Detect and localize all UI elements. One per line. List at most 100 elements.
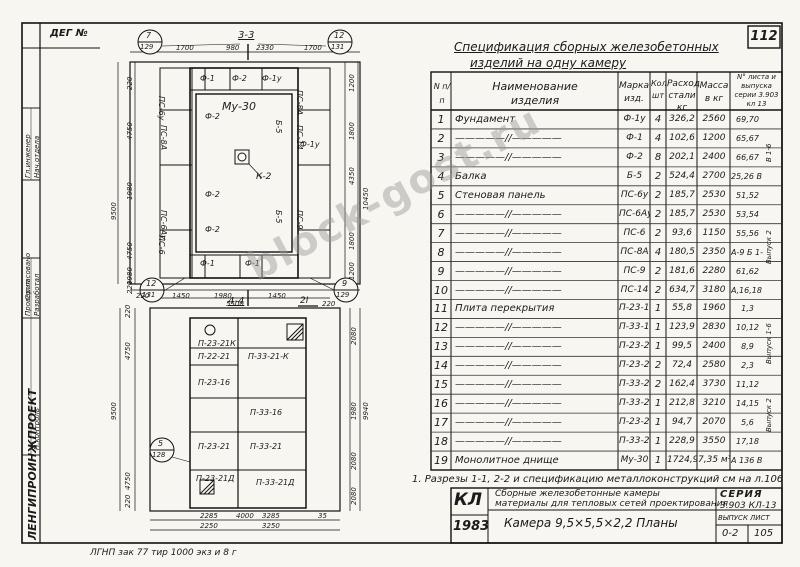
plate-label: Б-5 [274,210,283,224]
cell-label: П-23-21К [198,339,236,348]
cell-n: 9 [437,264,445,278]
plate-label: Ф-2 [205,112,220,121]
dimension-label: 1450 [172,292,190,300]
header-mass: Масса в кг [699,81,729,104]
dimension-label: 2080 [350,487,358,505]
cell-qty: 2 [654,170,662,182]
tb-issue-value: 0-2 [722,528,739,539]
role-2: Гл.инженер [24,134,32,178]
cell-mass: 2700 [702,170,726,181]
cell-n: 3 [437,150,445,164]
cell-sheet: 25,26 В 1-7 [731,171,764,181]
cell-steel: 93,6 [671,227,693,238]
cell-mark: П-23-21 [619,360,650,371]
cell-mark: П-23-16 [619,303,650,314]
cell-name: —————//————— [455,151,562,163]
cell-steel: 185,7 [669,208,695,219]
cell-n: 12 [434,321,448,335]
cell-mark: Ф-2 [626,151,643,162]
cell-name: Балка [455,170,487,182]
cell-n: 13 [434,340,448,354]
cell-name: —————//————— [455,284,562,296]
cell-name: —————//————— [455,436,562,448]
cell-mass: 3730 [702,379,726,390]
cell-n: 2 [437,131,445,145]
cell-mark: ПС-6у [620,189,649,200]
cell-mark: ПС-6Ау [619,208,650,219]
tb-desc-1: Сборные железобетонные камеры [495,489,660,499]
cell-sheet: А 136 В 0-2 [731,456,764,466]
cell-sheet: 8,9 [741,342,754,352]
cell-mark: ПС-14 [620,284,649,295]
cell-mark: Б-5 [626,170,643,181]
callout-br-bottom: 129 [336,291,350,299]
cell-label: П-22-21 [198,352,231,361]
dimension-label: 2330 [256,44,274,52]
cell-sheet: 1,3 [741,304,754,314]
dimension-label: 9940 [362,402,370,420]
dimension-label: 3285 [262,512,280,520]
dimension-label: 1700 [304,44,322,52]
cell-mark: ПС-9 [623,265,646,276]
plate-label: Ф-1у [262,74,282,83]
callout-b-top: 5 [158,439,164,448]
dimension-label: 220 [322,300,336,308]
dimension-label: 2250 [200,522,218,530]
dimension-label: 1800 [348,122,356,140]
cell-steel: 102,6 [669,132,695,143]
callout-tl-top: 7 [146,31,152,40]
cell-mass: 2530 [702,189,726,200]
dimension-label: 1980 [126,182,134,200]
cell-steel: 162,4 [669,379,695,390]
dimension-label: 4750 [126,242,134,260]
header-mark: Марка изд. [619,81,649,104]
cell-mass: 2400 [702,151,726,162]
cell-mark: ПС-6 [623,227,646,238]
cell-n: 17 [434,416,448,430]
cell-n: 1 [437,113,445,126]
cell-n: 15 [434,378,448,392]
cell-qty: 1 [654,455,662,467]
cell-n: 19 [434,454,448,468]
dimension-label: 1980 [350,402,358,420]
cell-name: Фундамент [455,114,516,125]
cell-sheet: 14,15 [736,399,759,409]
cell-steel: 326,2 [669,114,695,124]
callout-b-bottom: 128 [152,451,166,459]
cell-steel: 181,6 [669,265,695,276]
cell-n: 4 [437,169,445,183]
plate-label: Ф-2 [232,74,247,83]
dimension-label: 1980 [214,292,232,300]
cell-mark: П-23-21К [619,417,650,428]
dimension-label: 35 [318,512,327,520]
cell-name: —————//————— [455,132,562,144]
cell-mass: 2560 [702,114,726,124]
cell-qty: 1 [654,322,662,334]
cell-mass: 1200 [702,132,726,143]
cell-name: —————//————— [455,398,562,410]
dimension-label: 220 [124,304,132,318]
dimension-label: 4750 [124,342,132,360]
cell-n: 18 [434,435,448,449]
cell-name: Плита перекрытия [455,303,555,315]
cell-qty: 1 [654,303,662,315]
tb-desc-2: материалы для тепловых сетей проектирова… [495,499,728,509]
cell-steel: 228,9 [669,436,695,447]
cell-mass: 3210 [702,398,726,409]
cell-n: 8 [437,245,445,259]
cell-steel: 123,9 [669,322,695,333]
cell-n: 14 [434,359,448,373]
cell-sheet: 53,54 [736,209,759,219]
cell-name: —————//————— [455,341,562,353]
dimension-label: 1200 [348,262,356,280]
cell-mass: 1960 [702,303,726,314]
cell-n: 16 [434,397,448,411]
cell-mass: 2530 [702,208,726,219]
cell-qty: 2 [654,360,662,372]
cell-qty: 1 [654,436,662,448]
cell-sheet: 11,12 [736,380,759,390]
role-1: Нач.отдела [33,135,41,178]
cell-mark: ПС-8А [620,246,649,257]
dimension-label: 2080 [350,452,358,470]
cell-qty: 2 [654,284,662,296]
